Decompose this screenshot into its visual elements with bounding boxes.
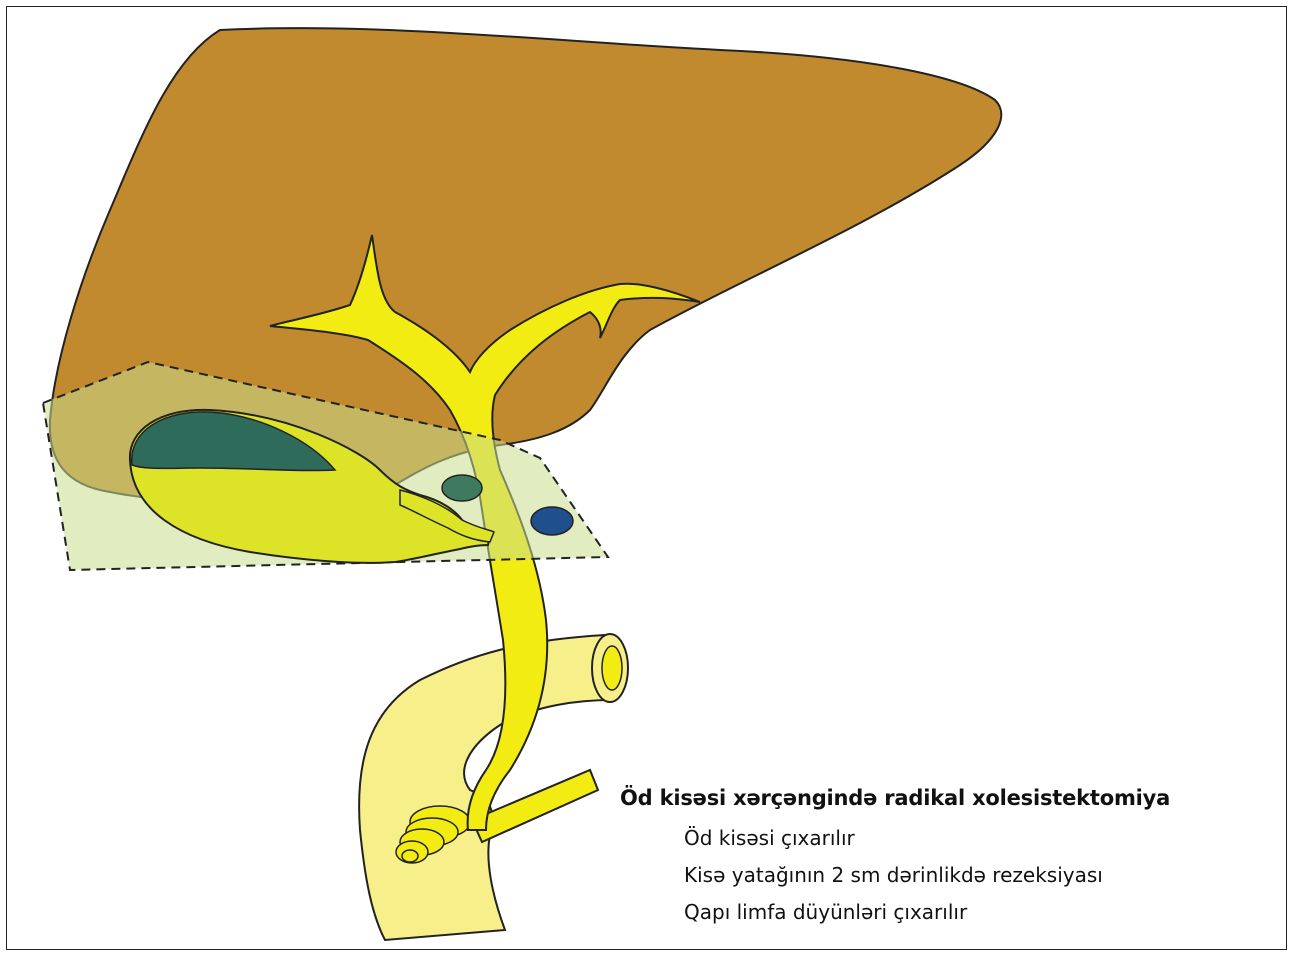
- duodenum-lumen: [602, 646, 622, 690]
- lymph-node: [442, 475, 482, 501]
- caption-item-lymph-nodes-removed: Qapı limfa düyünləri çıxarılır: [684, 894, 1280, 931]
- caption-item-gallbladder-removed: Öd kisəsi çıxarılır: [684, 820, 1280, 857]
- caption-title: Öd kisəsi xərçəngində radikal xolesistek…: [620, 786, 1280, 810]
- caption-block: Öd kisəsi xərçəngində radikal xolesistek…: [620, 786, 1280, 931]
- caption-item-bed-resection: Kisə yatağının 2 sm dərinlikdə rezeksiya…: [684, 857, 1280, 894]
- portal-vessel: [531, 507, 573, 535]
